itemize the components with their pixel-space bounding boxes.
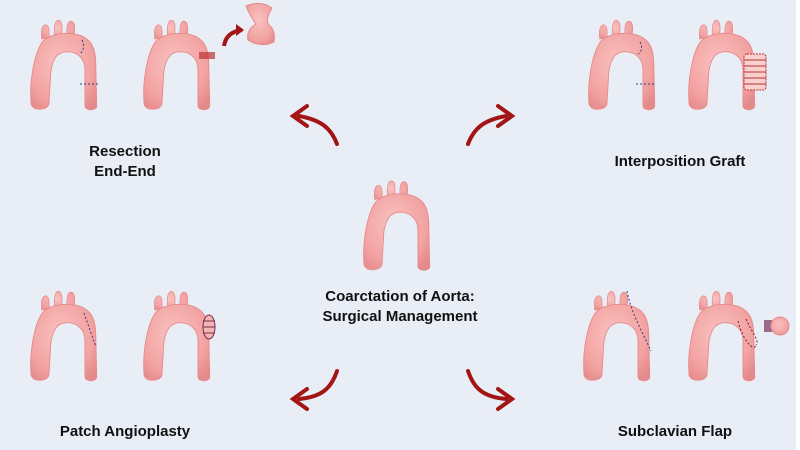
aorta-subclavian-after [680,283,758,393]
arrow-to-patch-icon [289,369,339,411]
aorta-interposition-before [580,12,670,122]
aorta-resection-after [135,12,215,122]
arrow-to-interposition-icon [466,104,516,146]
aorta-interposition-after [680,12,767,122]
subclavian-segment-icon [764,316,790,336]
label-interposition-graft: Interposition Graft [614,153,746,170]
aorta-resection-before [22,12,98,122]
label-resection: Resection End-End [89,143,161,180]
curved-arrow-icon [222,24,244,47]
aorta-subclavian-before [575,283,652,393]
label-subclavian-flap: Subclavian Flap [617,423,733,440]
arrow-to-subclavian-icon [466,369,516,411]
aorta-coarctation-center [355,170,445,285]
aorta-patch-before [22,283,112,393]
excised-segment-icon [245,2,275,46]
label-patch-angioplasty: Patch Angioplasty [59,423,191,440]
diagram-title: Coarctation of Aorta: Surgical Managemen… [322,288,478,325]
aorta-patch-after [135,283,216,393]
arrow-to-resection-icon [289,104,339,146]
